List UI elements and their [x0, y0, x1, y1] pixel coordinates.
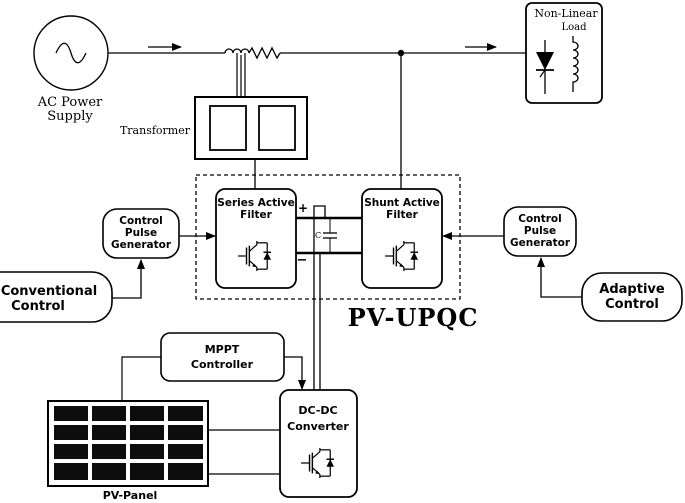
- capacitor-icon: [323, 218, 337, 253]
- dcdc-label-line1: DC-DC: [298, 404, 337, 417]
- conventional-label-line1: Conventional: [1, 284, 97, 299]
- load-inductor-icon: [572, 36, 579, 92]
- shunt-filter-label-line1: Shunt Active: [364, 197, 440, 209]
- transformer-winding-left: [209, 105, 247, 151]
- transformer-label: Transformer: [120, 124, 191, 137]
- line-inductor-icon: [224, 48, 250, 54]
- upqc-label: PV-UPQC: [348, 303, 479, 332]
- dcdc-label-line2: Converter: [287, 420, 349, 433]
- dc-plus-label: +: [298, 201, 308, 215]
- sine-wave-icon: [55, 42, 87, 64]
- left-control-pulse-generator: Control Pulse Generator: [102, 208, 180, 259]
- left-pulse-label-line1: Control: [119, 215, 162, 227]
- ac-supply-label-line1: AC Power: [37, 95, 103, 110]
- mppt-controller: MPPT Controller: [160, 332, 285, 382]
- main-line: [108, 43, 526, 60]
- adaptive-to-pulse-arrow: [537, 257, 582, 298]
- dc-dc-converter: DC-DC Converter: [279, 389, 358, 498]
- mppt-to-converter-arrow: [284, 356, 306, 390]
- series-active-filter: Series Active Filter: [215, 188, 297, 289]
- adaptive-control: Adaptive Control: [581, 272, 683, 322]
- series-filter-label-line2: Filter: [240, 209, 273, 221]
- shunt-filter-label-line2: Filter: [386, 209, 419, 221]
- load-label-line1: Non-Linear: [534, 7, 598, 20]
- conventional-control: Conventional Control: [0, 271, 113, 323]
- dc-positive-wire: [313, 205, 326, 390]
- right-pulse-label-line1: Control: [518, 213, 561, 225]
- diode-icon: [536, 40, 554, 94]
- pv-cells: [54, 406, 203, 480]
- conventional-to-pulse-arrow: [112, 259, 145, 299]
- line-resistor-icon: [248, 46, 281, 60]
- transformer: Transformer: [120, 96, 308, 160]
- pv-panel-label: PV-Panel: [103, 489, 158, 502]
- transformer-leads: [236, 53, 246, 97]
- right-control-pulse-generator: Control Pulse Generator: [503, 206, 577, 257]
- capacitor-label: C: [315, 231, 321, 240]
- upqc-boundary: [195, 174, 461, 300]
- dc-minus-label: −: [297, 253, 308, 268]
- right-pulse-label-line3: Generator: [510, 237, 571, 249]
- conventional-label-line2: Control: [11, 299, 65, 314]
- load-label-line2: Load: [561, 22, 587, 33]
- mppt-to-panel-wire: [121, 356, 161, 401]
- pv-panel: PV-Panel: [47, 400, 209, 502]
- dc-link: + − C: [296, 201, 362, 390]
- shunt-active-filter: Shunt Active Filter: [361, 188, 443, 289]
- mppt-label-line2: Controller: [191, 358, 254, 371]
- non-linear-load: Non-Linear Load: [525, 2, 603, 104]
- ac-supply-label-line2: Supply: [47, 109, 93, 124]
- mppt-label-line1: MPPT: [205, 343, 240, 356]
- left-pulse-label-line2: Pulse: [125, 227, 157, 239]
- series-filter-label-line1: Series Active: [217, 197, 294, 209]
- ac-power-supply: AC Power Supply: [33, 15, 109, 124]
- right-pulse-label-line2: Pulse: [524, 225, 556, 237]
- adaptive-label-line1: Adaptive: [599, 282, 665, 297]
- transformer-winding-right: [258, 105, 296, 151]
- adaptive-label-line2: Control: [605, 297, 659, 312]
- left-pulse-label-line3: Generator: [111, 239, 172, 251]
